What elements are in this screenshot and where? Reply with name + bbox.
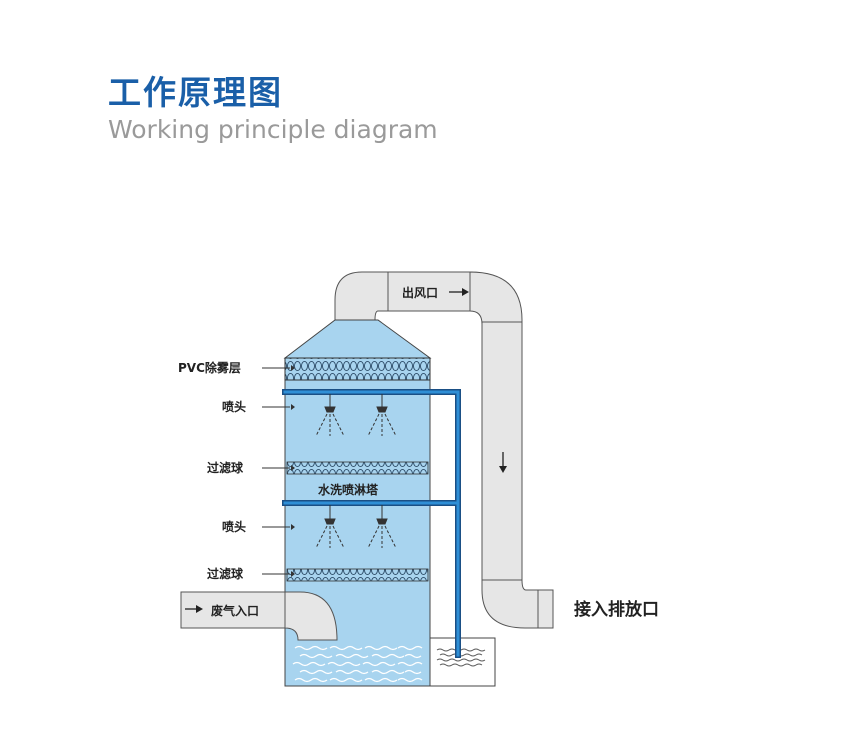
water-waves — [292, 645, 423, 683]
pvc-demister-layer — [284, 357, 431, 381]
nozzle-label-bottom: 喷头 — [222, 519, 246, 534]
nozzle-group-bottom — [315, 505, 397, 549]
filter-ball-layer-top — [286, 461, 429, 475]
page-subtitle: Working principle diagram — [108, 115, 438, 144]
tower-name-label: 水洗喷淋塔 — [318, 482, 379, 497]
water-tank — [429, 637, 496, 687]
filter-ball-label-bottom: 过滤球 — [207, 566, 244, 581]
discharge-outlet-label: 接入排放口 — [574, 599, 659, 620]
pvc-demister-label: PVC除雾层 — [178, 360, 241, 375]
gas-inlet-duct — [180, 591, 338, 641]
nozzle-label-top: 喷头 — [222, 399, 246, 414]
filter-ball-label-top: 过滤球 — [207, 460, 244, 475]
gas-inlet-label: 废气入口 — [211, 603, 259, 618]
flow-arrows — [185, 288, 507, 613]
nozzle-group-top — [315, 394, 397, 437]
filter-ball-layer-bottom — [286, 568, 429, 582]
outlet-label: 出风口 — [402, 285, 438, 300]
water-pipe — [282, 389, 461, 658]
leader-lines — [262, 365, 295, 577]
page-title: 工作原理图 — [108, 73, 283, 112]
